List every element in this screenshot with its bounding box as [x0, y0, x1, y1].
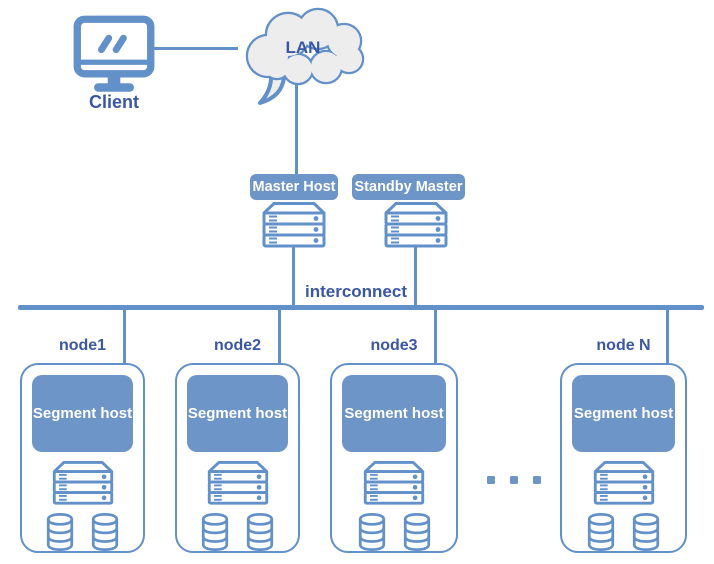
interconnect-bus-line: [18, 305, 704, 310]
nodes-ellipsis: [487, 476, 541, 484]
node1-label: node1: [58, 337, 107, 354]
node3-label: node3: [370, 337, 418, 354]
database-cylinder-icon: [244, 513, 276, 551]
connector-bus-node3: [434, 309, 437, 364]
segment-host-badge: Segment host: [342, 375, 446, 452]
nodeN-box: Segment host: [560, 363, 687, 553]
client-label: Client: [88, 92, 139, 112]
node1-box: Segment host: [20, 363, 145, 553]
storage-group: [585, 513, 662, 551]
connector-master-bus: [292, 246, 295, 306]
database-cylinder-icon: [630, 513, 662, 551]
master-host-badge: Master Host: [250, 174, 338, 200]
connector-bus-node2: [278, 309, 281, 364]
storage-group: [199, 513, 276, 551]
desktop-monitor-icon: [72, 14, 156, 98]
node2-box: Segment host: [175, 363, 300, 553]
database-cylinder-icon: [44, 513, 76, 551]
nodeN-label: node N: [596, 337, 651, 354]
storage-group: [356, 513, 433, 551]
database-cylinder-icon: [585, 513, 617, 551]
connector-lan-master: [295, 80, 298, 174]
database-cylinder-icon: [89, 513, 121, 551]
server-stack-icon: [50, 460, 116, 506]
connector-client-lan: [152, 47, 238, 50]
ellipsis-dot: [510, 476, 518, 484]
lan-cloud-icon: [245, 7, 365, 105]
ellipsis-dot: [487, 476, 495, 484]
standby-master-badge: Standby Master: [352, 174, 465, 200]
segment-host-badge: Segment host: [187, 375, 288, 452]
connector-bus-node1: [123, 309, 126, 364]
server-stack-icon: [361, 460, 427, 506]
connector-bus-nodeN: [666, 309, 669, 364]
storage-group: [44, 513, 121, 551]
interconnect-label: interconnect: [304, 282, 408, 301]
node3-box: Segment host: [330, 363, 458, 553]
segment-host-badge: Segment host: [572, 375, 675, 452]
connector-standby-bus: [414, 246, 417, 306]
node2-label: node2: [213, 337, 262, 354]
server-stack-icon: [261, 201, 327, 249]
lan-label: LAN: [285, 38, 321, 57]
segment-host-badge: Segment host: [32, 375, 133, 452]
ellipsis-dot: [533, 476, 541, 484]
server-stack-icon: [591, 460, 657, 506]
server-stack-icon: [205, 460, 271, 506]
database-cylinder-icon: [356, 513, 388, 551]
server-stack-icon: [383, 201, 449, 249]
database-cylinder-icon: [199, 513, 231, 551]
database-cylinder-icon: [401, 513, 433, 551]
